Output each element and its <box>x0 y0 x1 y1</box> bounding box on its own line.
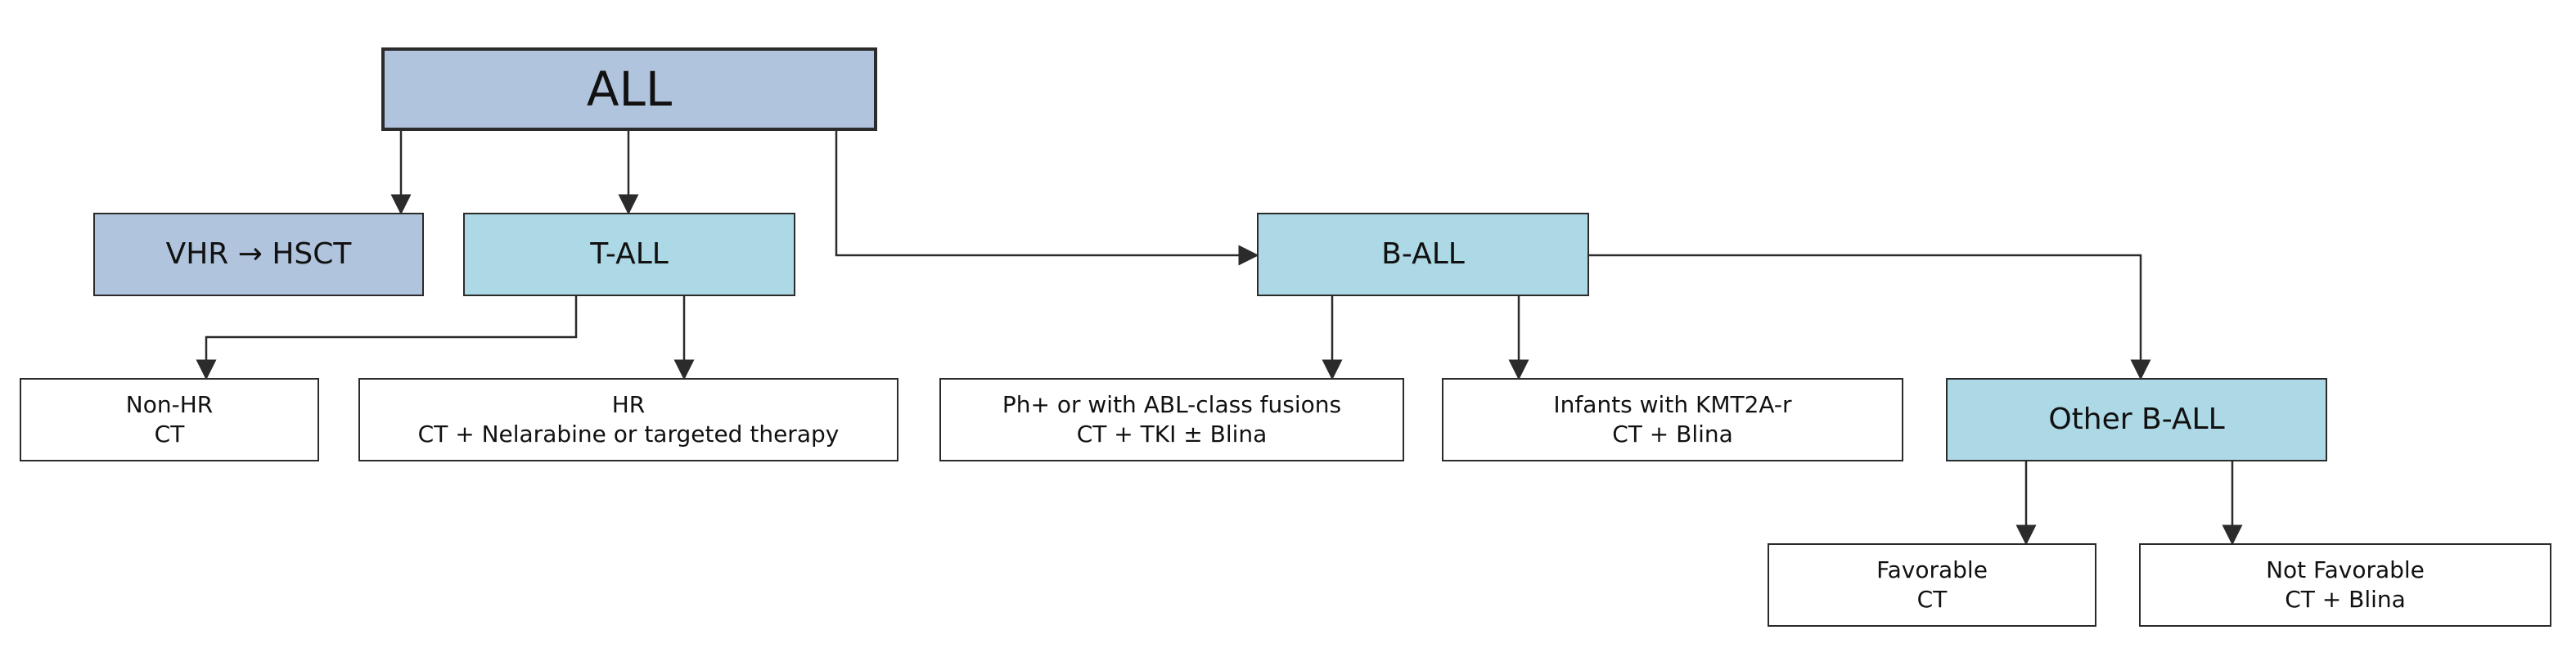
node-ph-plus-line1: Ph+ or with ABL-class fusions <box>1002 391 1342 419</box>
node-non-hr-line1: Non-HR <box>125 391 214 419</box>
node-hr: HR CT + Nelarabine or targeted therapy <box>358 378 898 461</box>
node-favorable: Favorable CT <box>1768 543 2096 627</box>
node-ph-plus: Ph+ or with ABL-class fusions CT + TKI ±… <box>939 378 1404 461</box>
node-other-b-all: Other B-ALL <box>1946 378 2327 461</box>
node-b-all-label: B-ALL <box>1381 236 1465 271</box>
node-all-label: ALL <box>586 61 673 117</box>
node-not-favorable: Not Favorable CT + Blina <box>2139 543 2551 627</box>
node-t-all: T-ALL <box>463 213 795 296</box>
node-t-all-label: T-ALL <box>590 236 669 271</box>
node-not-favorable-line1: Not Favorable <box>2266 556 2425 584</box>
node-favorable-line1: Favorable <box>1876 556 1988 584</box>
node-infants-line2: CT + Blina <box>1612 421 1733 448</box>
node-all: ALL <box>381 47 877 131</box>
node-hr-line1: HR <box>611 391 646 419</box>
connector-all-to-ball <box>835 131 1259 266</box>
node-infants-line1: Infants with KMT2A-r <box>1553 391 1792 419</box>
node-non-hr-line2: CT <box>154 421 185 448</box>
node-hr-line2: CT + Nelarabine or targeted therapy <box>417 421 840 448</box>
node-infants-kmt2a: Infants with KMT2A-r CT + Blina <box>1442 378 1903 461</box>
node-non-hr: Non-HR CT <box>20 378 319 461</box>
node-b-all: B-ALL <box>1257 213 1589 296</box>
node-ph-plus-line2: CT + TKI ± Blina <box>1076 421 1268 448</box>
connector-ball-to-other-ball <box>1589 254 2151 380</box>
node-vhr-hsct: VHR → HSCT <box>93 213 424 296</box>
node-other-b-all-label: Other B-ALL <box>2048 402 2225 436</box>
connector-tall-to-non-hr <box>196 296 578 380</box>
node-vhr-label: VHR → HSCT <box>165 236 352 271</box>
node-favorable-line2: CT <box>1916 586 1948 613</box>
node-not-favorable-line2: CT + Blina <box>2285 586 2406 613</box>
